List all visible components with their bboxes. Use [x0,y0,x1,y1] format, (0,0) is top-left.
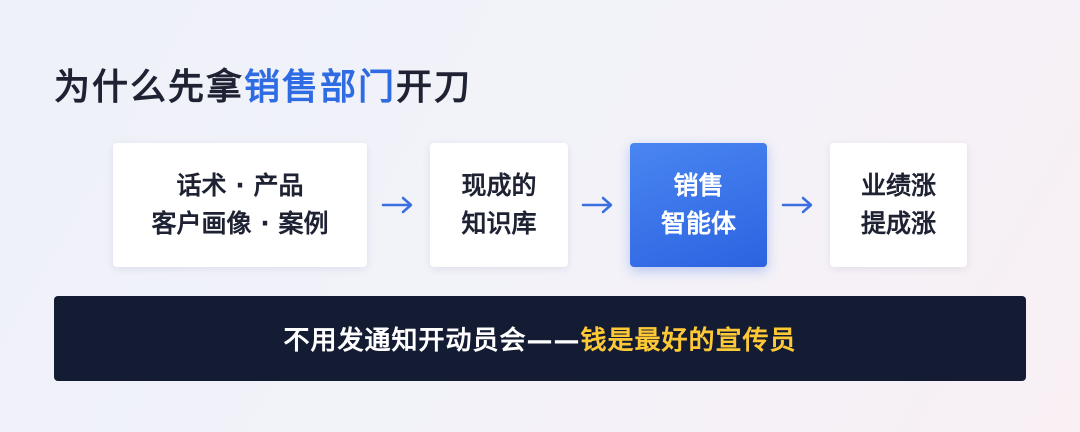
arrow-right-icon [378,190,418,220]
arrow-right-icon [777,190,819,220]
flow-step-materials-line1: 话术 · 产品 [176,171,304,200]
flow-step-results: 业绩涨 提成涨 [830,143,967,267]
flow-step-knowledge-base-line1: 现成的 [461,171,537,200]
banner-highlight: 钱是最好的宣传员 [580,326,797,356]
title-highlight: 销售部门 [244,67,397,108]
conclusion-banner: 不用发通知开动员会——钱是最好的宣传员 [54,296,1026,381]
flow-step-sales-agent-line2: 智能体 [660,209,736,238]
flow-step-knowledge-base: 现成的 知识库 [430,143,568,267]
flow-step-sales-agent: 销售 智能体 [630,143,767,267]
title-suffix: 开刀 [396,67,473,108]
flow-step-materials-line2: 客户画像 · 案例 [151,209,329,238]
banner-text: 不用发通知开动员会—— [283,326,581,356]
page-title: 为什么先拿销售部门开刀 [54,58,472,110]
flow-step-knowledge-base-line2: 知识库 [461,209,537,238]
flow-step-materials: 话术 · 产品 客户画像 · 案例 [113,143,367,267]
title-prefix: 为什么先拿 [54,67,245,108]
flow-step-results-line2: 提成涨 [860,209,936,238]
arrow-right-icon [578,190,618,220]
flow-step-results-line1: 业绩涨 [860,171,936,200]
flow-step-sales-agent-line1: 销售 [673,171,724,200]
